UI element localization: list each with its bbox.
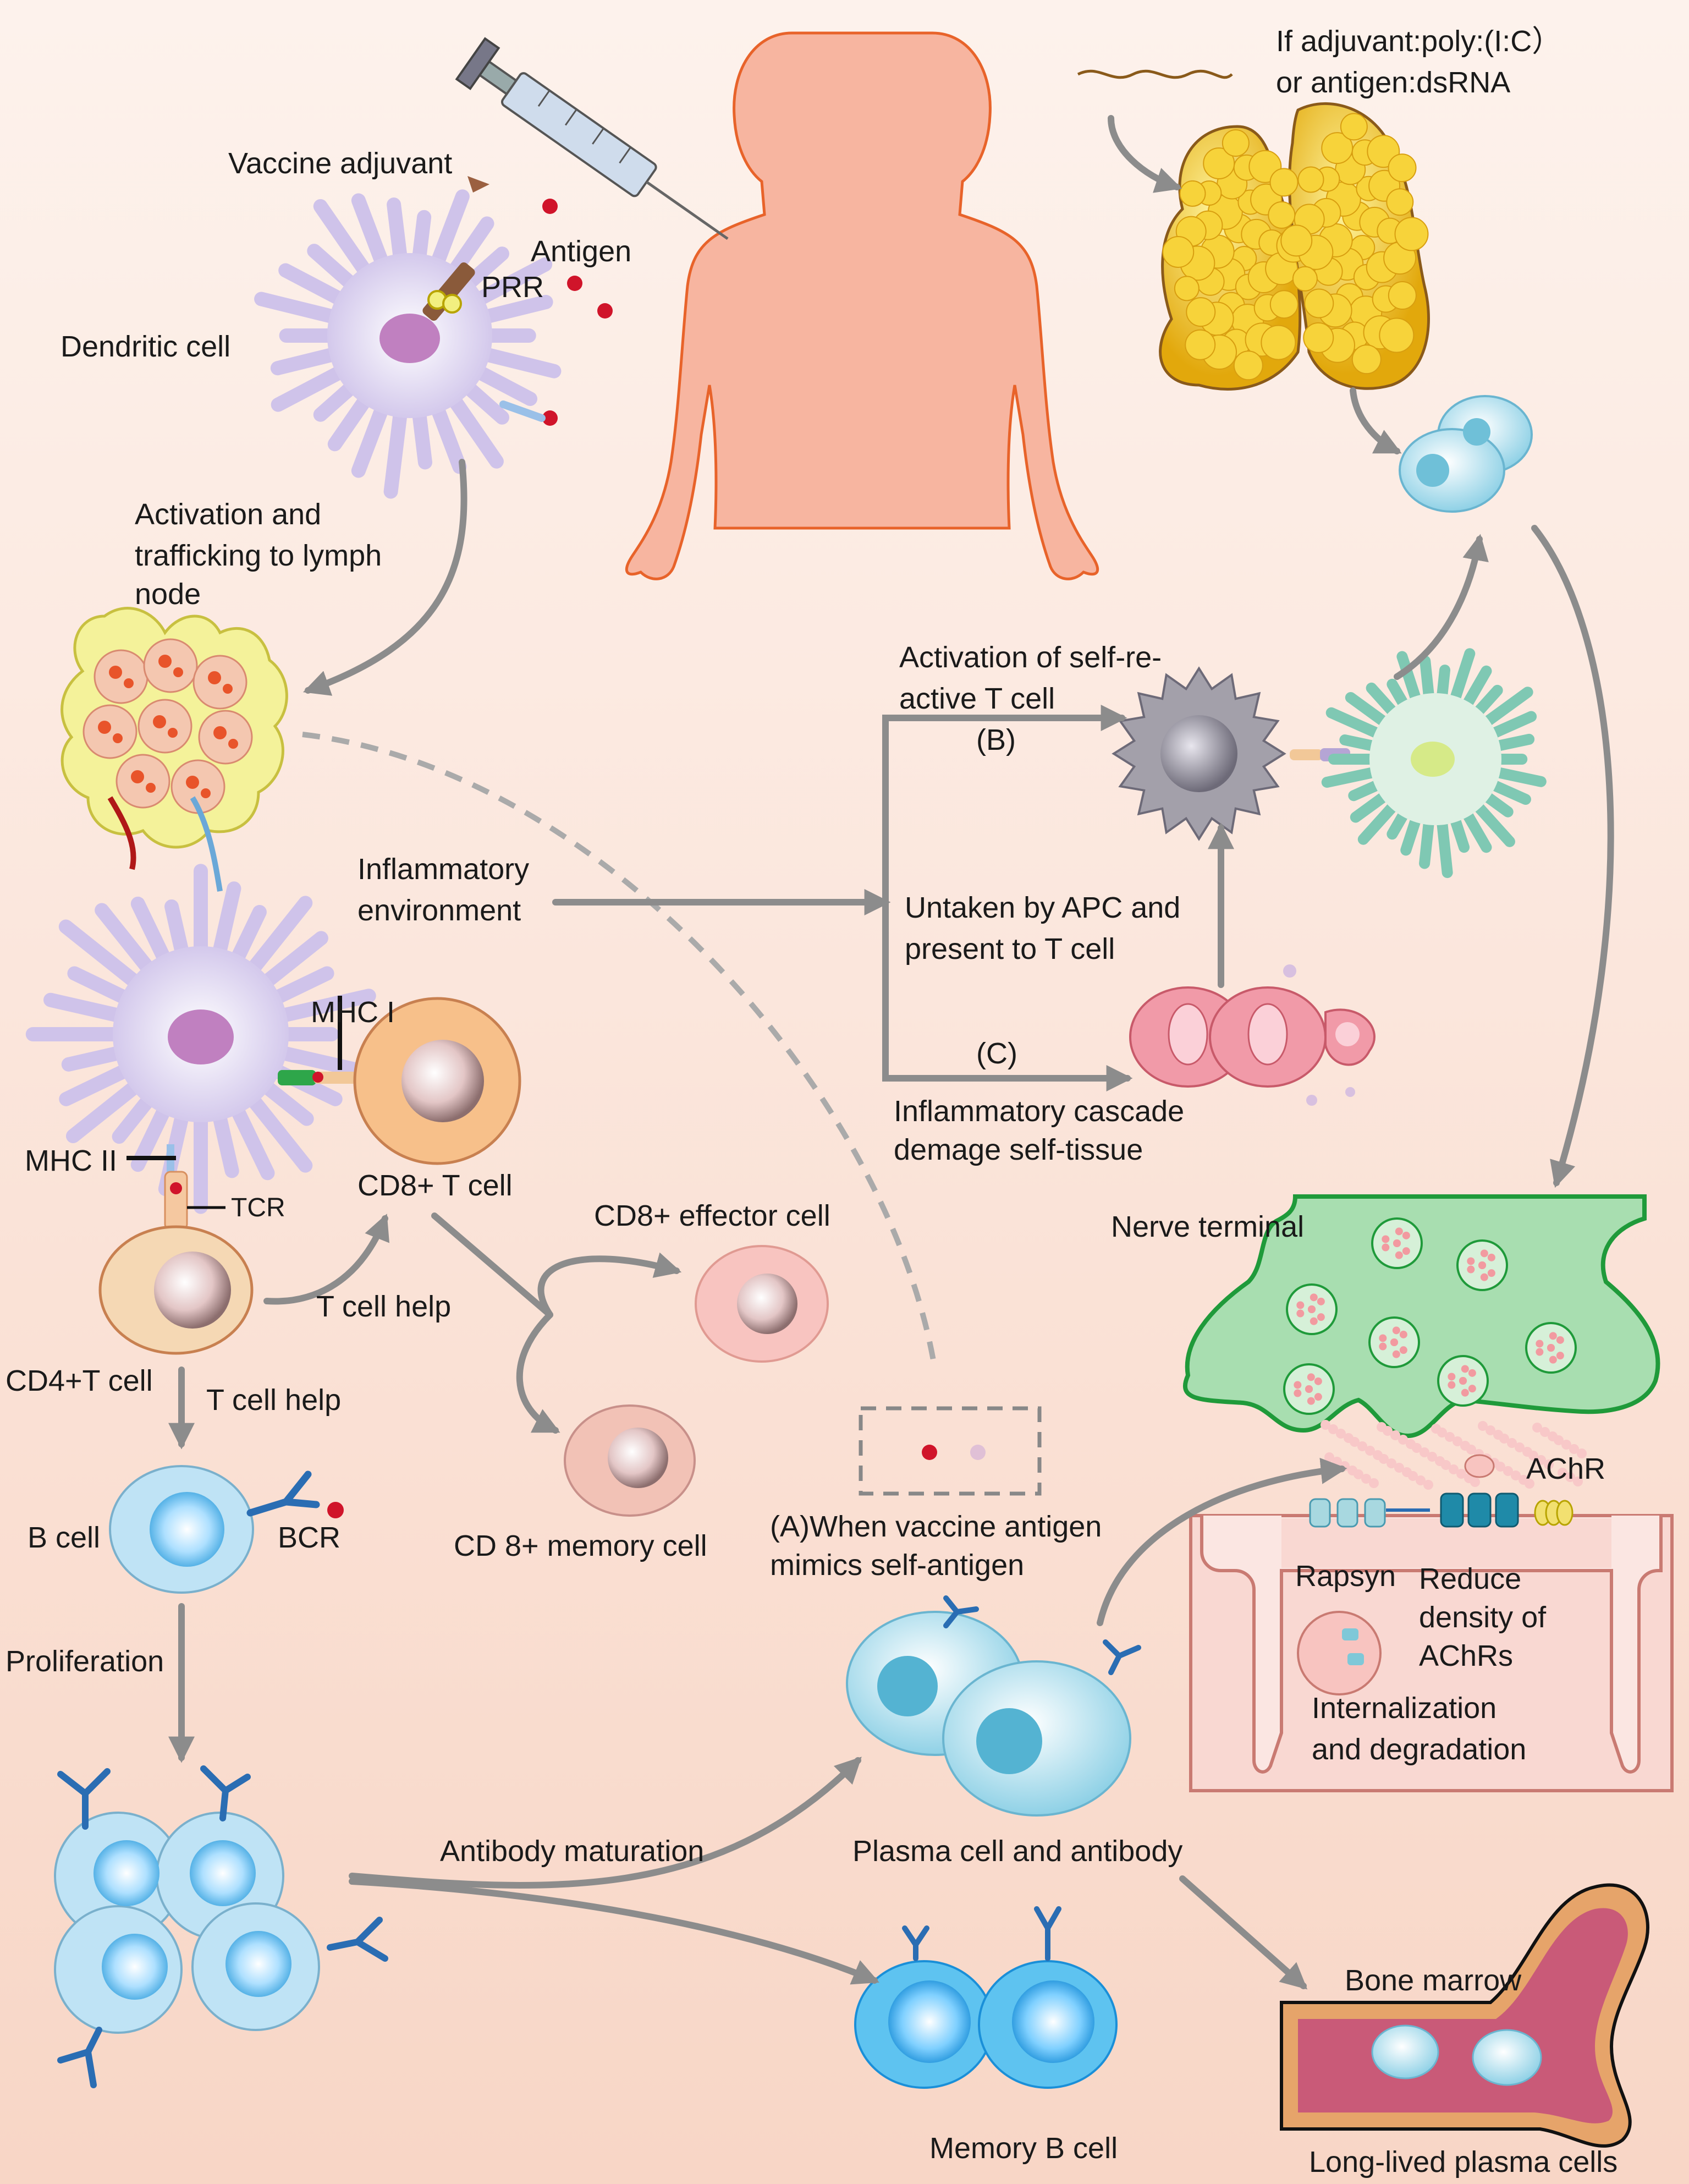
arrow-cd4-to-cd8 [263, 1214, 389, 1305]
mhc-i-label: MHC I [311, 996, 395, 1029]
activation-self-label-2: active T cell [899, 682, 1055, 715]
rapsyn-label: Rapsyn [1295, 1560, 1396, 1593]
arrow-branch-c [882, 899, 1133, 1091]
cd8-effector-cell [695, 1245, 829, 1363]
dendritic-cell-top [254, 189, 562, 499]
memory-b-cells [854, 1906, 1118, 2089]
reduce-label-2: density of [1419, 1601, 1547, 1634]
cd4-t-cell [98, 1225, 254, 1355]
dendritic-cell-label: Dendritic cell [60, 330, 231, 363]
mimic-label-2: mimics self-antigen [770, 1549, 1025, 1582]
proliferation-label: Proliferation [5, 1645, 164, 1678]
cd8-effector-label: CD8+ effector cell [594, 1199, 830, 1232]
branch-c-label: (C) [976, 1037, 1017, 1070]
plasma-cell-label: Plasma cell and antibody [852, 1835, 1183, 1868]
arrow-cd8-branch [431, 1212, 553, 1318]
damaged-self-tissue [1129, 964, 1376, 1106]
antigen-dot [542, 410, 558, 426]
dashed-mimic-path [302, 732, 938, 1370]
b-cell [109, 1465, 344, 1594]
inflammatory-env-label-2: environment [357, 894, 521, 927]
cd8-t-cell [353, 997, 521, 1165]
internalization-label-2: and degradation [1312, 1733, 1527, 1766]
t-cell-help-label-1: T cell help [316, 1290, 452, 1323]
plasma-cells-bottom [846, 1595, 1141, 1817]
arrow-apc-to-plasma [1394, 534, 1489, 680]
cascade-label-2: demage self-tissue [894, 1133, 1143, 1166]
achr-label: AChR [1526, 1452, 1606, 1485]
t-cell-help-label-2: T cell help [206, 1384, 342, 1417]
antigen-dot [567, 276, 582, 291]
bone-marrow [1280, 1883, 1649, 2148]
vaccine-adjuvant-label: Vaccine adjuvant [228, 147, 453, 180]
green-apc [1321, 648, 1547, 879]
b-cell-label: B cell [27, 1521, 101, 1554]
cd8-t-cell-label: CD8+ T cell [357, 1169, 513, 1202]
antibody-maturation-label: Antibody maturation [440, 1835, 705, 1868]
cd8-memory-label: CD 8+ memory cell [454, 1529, 707, 1562]
arrow-to-effector [537, 1252, 682, 1318]
cascade-label-1: Inflammatory cascade [894, 1095, 1185, 1128]
mimic-label-1: (A)When vaccine antigen [770, 1510, 1102, 1543]
antigen-label: Antigen [531, 235, 632, 268]
tcr-label: TCR [231, 1193, 285, 1222]
antigen-dot [597, 303, 613, 319]
memory-b-cell-label: Memory B cell [929, 2132, 1118, 2165]
thymus-organ [1159, 102, 1430, 391]
or-antigen-label: or antigen:dsRNA [1276, 66, 1511, 99]
arrow-thymus-to-plasma [1350, 387, 1402, 454]
nerve-terminal-label: Nerve terminal [1111, 1210, 1305, 1243]
nerve-terminal [1183, 1194, 1660, 1490]
human-body [625, 31, 1099, 580]
antigen-mimic-box [859, 1406, 1042, 1496]
arrows [168, 115, 1614, 1990]
arrow-to-memory [516, 1312, 560, 1434]
lymph-node [60, 607, 288, 892]
bcr-label: BCR [278, 1521, 341, 1554]
activation-label-3: node [135, 578, 201, 611]
arrow-dc-to-lymph [302, 459, 467, 696]
activation-self-label-1: Activation of self-re- [899, 641, 1162, 674]
arrow-to-bone-marrow [1179, 1875, 1308, 1990]
reduce-label-1: Reduce [1419, 1562, 1522, 1595]
syringe-icon [455, 37, 729, 240]
activation-label-2: trafficking to lymph [135, 539, 382, 572]
reduce-label-3: AChRs [1419, 1639, 1514, 1672]
dsrna-strand [1077, 69, 1233, 79]
arrow-antibody-to-nerve [1097, 1457, 1347, 1626]
dendritic-cell-middle [25, 864, 376, 1231]
arrow-plasma-to-nerve [1531, 525, 1614, 1188]
internalization-label-1: Internalization [1312, 1692, 1497, 1725]
arrow-maturation [349, 1757, 862, 1889]
adjuvant-triangle [467, 176, 489, 193]
prr-label: PRR [481, 271, 544, 304]
cd8-memory-cell [564, 1404, 696, 1517]
activation-label-1: Activation and [135, 498, 322, 531]
postsynaptic-membrane [1189, 1454, 1674, 1792]
bone-marrow-label: Bone marrow [1345, 1964, 1522, 1997]
plasma-cells-top [1399, 395, 1533, 513]
untaken-label-2: present to T cell [905, 932, 1115, 965]
arrow-to-memory-b [349, 1878, 879, 1985]
proliferated-b-cells [54, 1765, 388, 2088]
untaken-label-1: Untaken by APC and [905, 891, 1181, 924]
long-lived-label: Long-lived plasma cells [1309, 2145, 1618, 2178]
arrow-dsrna-to-thymus [1108, 115, 1182, 193]
branch-b-label: (B) [976, 723, 1016, 756]
inflammatory-env-label-1: Inflammatory [357, 853, 530, 886]
antigen-dot [542, 199, 558, 214]
if-adjuvant-label: If adjuvant:poly:(I:C） [1276, 25, 1562, 58]
self-reactive-t-cell [1112, 666, 1350, 841]
cd4-t-cell-label: CD4+T cell [5, 1364, 153, 1397]
mhc-ii-label: MHC II [25, 1144, 117, 1177]
